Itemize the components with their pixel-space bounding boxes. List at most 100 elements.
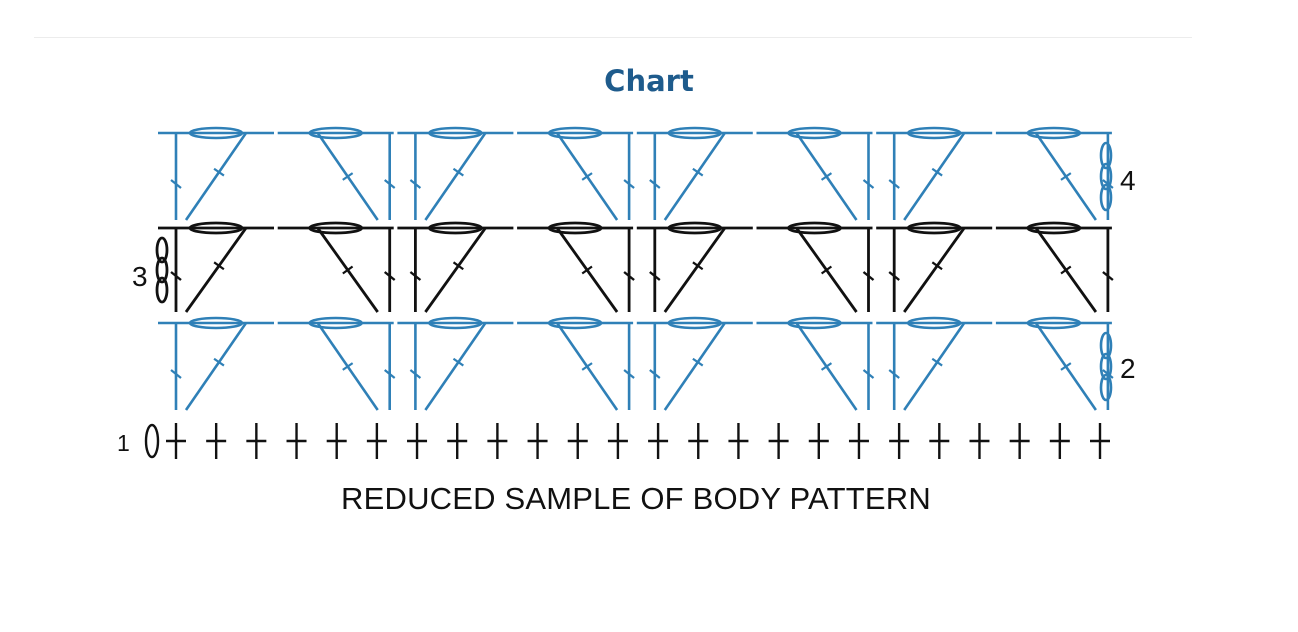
post-tick-small	[1102, 271, 1114, 281]
chain-space-oval	[1026, 316, 1082, 330]
post-tick	[692, 357, 704, 367]
post-tick	[820, 265, 833, 275]
chain-space-oval	[906, 126, 962, 140]
diagonal-post	[903, 322, 966, 411]
post-tick-small	[888, 271, 900, 281]
row-3-shells	[155, 221, 1114, 313]
post-tick-small	[384, 369, 396, 379]
row-label-1: 1	[117, 430, 130, 456]
chain-space-oval	[188, 126, 244, 140]
post-tick-small	[862, 271, 875, 281]
diagonal-post	[184, 132, 248, 221]
chain-space-oval	[906, 316, 962, 330]
chain-space-oval	[667, 316, 723, 330]
diagram-caption: REDUCED SAMPLE OF BODY PATTERN	[341, 481, 931, 516]
post-tick	[1060, 172, 1072, 181]
row-1-foundation	[144, 423, 1110, 459]
diagonal-post	[424, 322, 487, 411]
post-tick	[692, 167, 704, 177]
post-tick-small	[623, 179, 635, 189]
turning-chain-loop	[1099, 352, 1113, 381]
chart-title: Chart	[604, 64, 694, 98]
post-tick	[452, 167, 464, 177]
chain-space-oval	[787, 126, 842, 140]
turning-chain-loop	[1099, 162, 1113, 191]
post-tick-small	[170, 179, 182, 189]
diagonal-post	[663, 132, 726, 221]
post-tick-small	[623, 369, 635, 379]
post-tick-small	[170, 271, 182, 281]
chain-space-oval	[1026, 126, 1082, 140]
row-2-shells	[158, 316, 1114, 411]
chain-space-oval	[547, 221, 603, 235]
diagonal-post	[424, 132, 487, 221]
chain-space-oval	[667, 126, 723, 140]
row-4-shells	[158, 126, 1114, 221]
turning-chain-loop	[155, 276, 169, 304]
top-divider	[34, 37, 1192, 38]
post-tick	[452, 357, 464, 367]
turning-chain-loop	[1099, 183, 1113, 212]
turning-chain-loop	[1099, 373, 1113, 402]
diagonal-post	[663, 322, 726, 411]
post-tick-small	[1102, 179, 1114, 189]
post-tick-small	[888, 369, 900, 379]
post-tick	[820, 362, 833, 371]
post-tick	[213, 261, 225, 271]
turning-chain-loop	[1099, 331, 1113, 360]
post-tick-small	[649, 179, 661, 189]
chain-space-oval	[1026, 221, 1082, 235]
post-tick	[452, 261, 464, 271]
foundation-chain-loop	[144, 423, 160, 459]
row-label-3: 3	[132, 261, 148, 292]
post-tick-small	[862, 179, 875, 189]
post-tick	[820, 172, 833, 181]
post-tick	[342, 265, 354, 275]
post-tick-small	[170, 369, 182, 379]
post-tick-small	[888, 179, 900, 189]
post-tick	[581, 362, 593, 371]
chain-space-oval	[547, 126, 603, 140]
turning-chain-loop	[1099, 141, 1113, 170]
post-tick	[692, 261, 704, 271]
post-tick	[213, 357, 225, 367]
chain-space-oval	[547, 316, 603, 330]
post-tick	[1060, 362, 1072, 371]
post-tick	[581, 265, 593, 275]
diagonal-post	[424, 227, 487, 313]
post-tick-small	[409, 369, 422, 379]
chain-space-oval	[308, 221, 364, 235]
chain-space-oval	[427, 221, 483, 235]
row-label-4: 4	[1120, 165, 1136, 196]
chain-space-oval	[188, 221, 244, 235]
chain-space-oval	[428, 126, 483, 140]
row-label-2: 2	[1120, 353, 1136, 384]
post-tick	[1060, 265, 1072, 275]
post-tick-small	[862, 369, 875, 379]
chain-space-oval	[667, 221, 723, 235]
post-tick-small	[409, 179, 422, 189]
post-tick	[342, 172, 354, 181]
post-tick-small	[409, 271, 422, 281]
post-tick-small	[649, 271, 661, 281]
diagonal-post	[903, 227, 966, 313]
post-tick	[931, 167, 943, 177]
diagonal-post	[184, 227, 248, 313]
chain-space-oval	[906, 221, 962, 235]
chain-space-oval	[787, 316, 842, 330]
post-tick	[342, 362, 354, 371]
diagonal-post	[903, 132, 966, 221]
post-tick	[581, 172, 593, 181]
diagonal-post	[663, 227, 726, 313]
turning-chain-loop	[155, 256, 169, 284]
post-tick-small	[623, 271, 635, 281]
chain-space-oval	[787, 221, 842, 235]
post-tick-small	[384, 179, 396, 189]
post-tick	[931, 357, 943, 367]
post-tick-small	[383, 271, 396, 281]
post-tick-small	[1102, 369, 1114, 379]
chain-space-oval	[308, 316, 364, 330]
post-tick	[213, 167, 225, 177]
post-tick-small	[649, 369, 661, 379]
